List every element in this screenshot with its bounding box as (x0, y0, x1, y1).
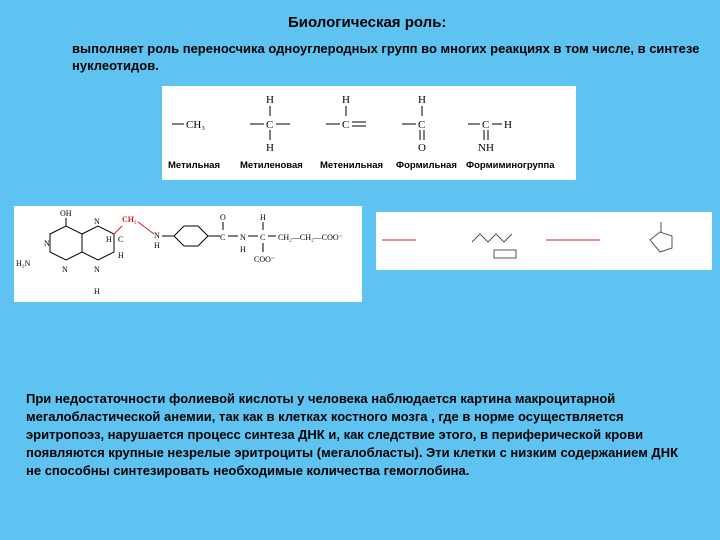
group-label-formyl: Формильная (396, 160, 457, 171)
svg-text:C: C (260, 233, 265, 242)
slide-title: Биологическая роль: (288, 14, 447, 31)
reaction-fragments-panel (376, 212, 712, 270)
one-carbon-groups-diagram: CH₃ H C H H C H C O C H NH Метильная Мет… (168, 94, 555, 171)
svg-text:N: N (94, 217, 100, 226)
thf-structure-diagram: OH N H₂N N N H N H C H CH₂ N H C O N H C… (16, 209, 343, 296)
group-label-formimino: Формиминогруппа (466, 160, 555, 171)
svg-text:CH₂—CH₂—COO⁻: CH₂—CH₂—COO⁻ (278, 233, 343, 242)
one-carbon-groups-panel: CH₃ H C H H C H C O C H NH Метильная Мет… (162, 86, 576, 180)
svg-text:O: O (220, 213, 226, 222)
svg-text:C: C (418, 119, 425, 131)
svg-text:H: H (504, 119, 512, 131)
thf-structure-panel: OH N H₂N N N H N H C H CH₂ N H C O N H C… (14, 206, 362, 302)
svg-text:H: H (266, 142, 274, 154)
svg-text:COO⁻: COO⁻ (254, 255, 275, 264)
svg-text:N: N (44, 239, 50, 248)
intro-text: выполняет роль переносчика одноуглеродны… (72, 41, 700, 73)
svg-text:C: C (266, 119, 273, 131)
svg-text:H: H (94, 287, 100, 296)
svg-text:H: H (106, 235, 112, 244)
svg-text:NH: NH (478, 142, 494, 154)
group-label-methenyl: Метенильная (320, 160, 383, 171)
group-label-methylene: Метиленовая (240, 160, 303, 171)
thf-ch2-highlight: CH₂ (122, 215, 137, 224)
svg-text:N: N (154, 231, 160, 240)
reaction-fragments-diagram (382, 222, 673, 259)
svg-text:H: H (154, 241, 160, 250)
svg-text:C: C (118, 235, 123, 244)
svg-text:H: H (342, 94, 350, 106)
svg-text:O: O (418, 142, 426, 154)
svg-text:C: C (342, 119, 349, 131)
svg-text:H: H (240, 245, 246, 254)
svg-text:H: H (260, 213, 266, 222)
svg-text:C: C (220, 233, 225, 242)
body-paragraph: При недостаточности фолиевой кислоты у ч… (26, 391, 679, 478)
svg-text:OH: OH (60, 209, 72, 218)
svg-text:H₂N: H₂N (16, 259, 31, 268)
svg-text:H: H (418, 94, 426, 106)
svg-text:N: N (240, 233, 246, 242)
svg-text:H: H (118, 251, 124, 260)
group-methyl-formula: CH₃ (186, 119, 205, 131)
svg-text:N: N (94, 265, 100, 274)
svg-text:N: N (62, 265, 68, 274)
svg-text:H: H (266, 94, 274, 106)
svg-text:C: C (482, 119, 489, 131)
group-label-methyl: Метильная (168, 160, 220, 171)
